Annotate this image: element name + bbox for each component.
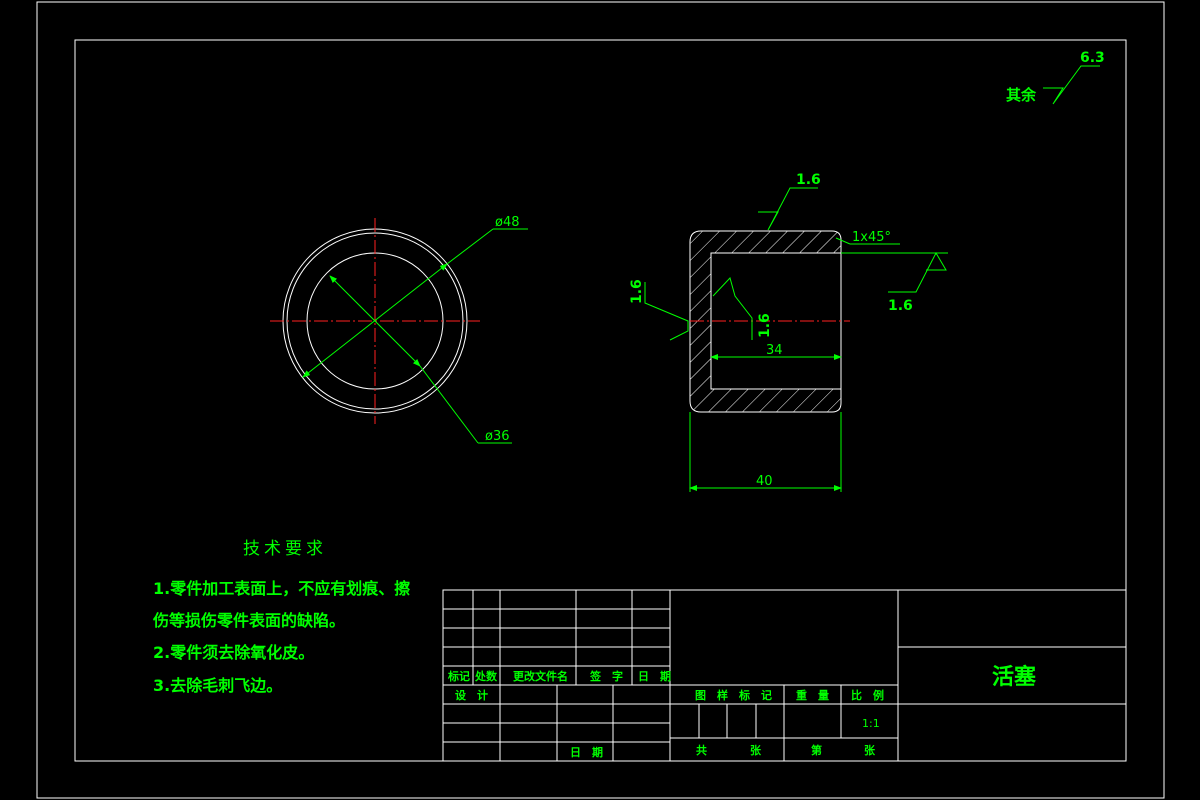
chamfer-leader	[835, 237, 851, 245]
general-roughness-value: 6.3	[1080, 50, 1105, 66]
outer-border	[36, 1, 1165, 799]
part-name: 活塞	[992, 664, 1037, 690]
bore-length-label: 34	[766, 343, 783, 358]
tb-scale-value: 1:1	[862, 717, 880, 730]
tb-design: 设 计	[455, 688, 488, 702]
outer-dia-label: ø48	[495, 215, 520, 230]
section-hatch	[689, 230, 842, 413]
requirement-line-3: 2.零件须去除氧化皮。	[153, 643, 314, 662]
outer-dia-leader	[446, 228, 494, 265]
tb-date: 日 期	[638, 669, 671, 683]
tb-sheets: 张	[750, 743, 762, 757]
inner-dia-dimension-line	[329, 275, 421, 367]
requirement-line-4: 3.去除毛刺飞边。	[153, 676, 282, 695]
general-roughness-symbol: 6.3 其余	[1006, 50, 1105, 105]
right-roughness-symbol	[888, 251, 947, 293]
technical-requirements: 技术要求 1.零件加工表面上，不应有划痕、擦 伤等损伤零件表面的缺陷。 2.零件…	[152, 539, 410, 695]
requirement-line-2: 伤等损伤零件表面的缺陷。	[152, 611, 345, 630]
section-view: 34 40 1x45° 1.6 1.6 1.6 1.6	[629, 172, 948, 492]
tb-scale: 比 例	[851, 688, 884, 702]
inner-dia-label: ø36	[485, 429, 510, 444]
top-roughness-symbol	[758, 187, 818, 231]
top-roughness-value: 1.6	[796, 172, 821, 188]
inner-roughness-value: 1.6	[757, 313, 773, 338]
general-roughness-label: 其余	[1006, 86, 1037, 104]
bore	[710, 252, 842, 390]
inner-dia-leader	[419, 365, 479, 444]
requirements-title: 技术要求	[243, 539, 327, 559]
right-roughness-value: 1.6	[888, 298, 913, 314]
tb-sign: 签 字	[589, 669, 623, 683]
requirement-line-1: 1.零件加工表面上，不应有划痕、擦	[153, 579, 410, 598]
front-view: ø48 ø36	[270, 215, 528, 444]
chamfer-label: 1x45°	[852, 230, 891, 245]
tb-total: 共	[696, 743, 707, 757]
tb-date2: 日 期	[570, 745, 603, 759]
inner-roughness-symbol	[712, 277, 753, 340]
tb-sheet: 张	[864, 743, 876, 757]
left-roughness-value: 1.6	[629, 279, 645, 304]
tb-doc: 更改文件名	[513, 669, 568, 683]
tb-count: 处数	[474, 669, 498, 683]
total-length-label: 40	[756, 474, 773, 489]
left-roughness-symbol	[644, 282, 689, 341]
tb-weight: 重 量	[796, 688, 829, 702]
tb-drawing-mark: 图 样 标 记	[695, 688, 772, 702]
title-block: 标记 处数 更改文件名 签 字 日 期 设 计 日 期 图 样 标 记 重 量 …	[442, 589, 1127, 762]
tb-mark: 标记	[447, 669, 470, 683]
tb-sheet-no: 第	[811, 743, 822, 757]
